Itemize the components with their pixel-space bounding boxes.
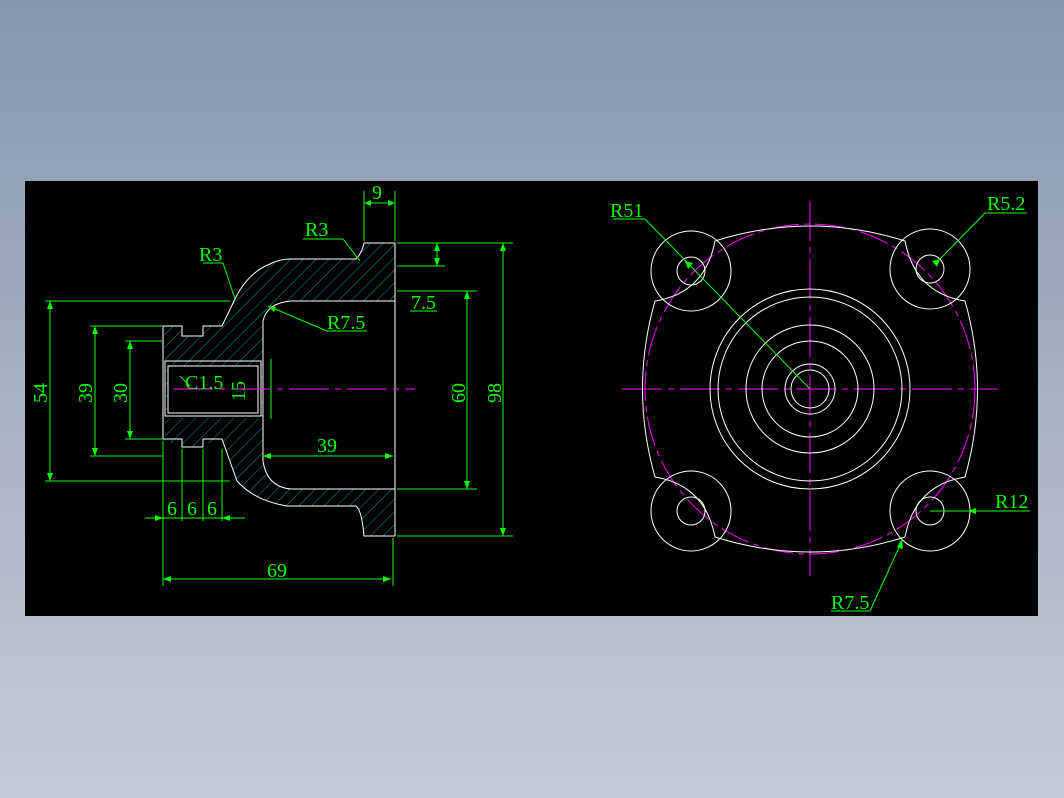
front-dimension-labels: R51 R5.2 R12 R7.5 (610, 193, 1028, 614)
dim-r7-5: R7.5 (327, 312, 365, 334)
dim-r51: R51 (610, 200, 643, 222)
front-arrowheads (685, 259, 976, 549)
dim-r5-2: R5.2 (987, 193, 1025, 215)
section-hatch (163, 243, 395, 536)
front-dimension-lines (613, 212, 1030, 612)
dim-6-a: 6 (167, 498, 177, 520)
dim-c1-5: C1.5 (185, 372, 223, 394)
bolt-boss-top-right (889, 228, 971, 310)
front-view: R51 R5.2 R12 R7.5 (610, 193, 1030, 614)
dim-54: 54 (30, 383, 52, 403)
dim-6-b: 6 (187, 498, 197, 520)
section-arrowheads (47, 200, 506, 582)
dim-r7-5-front: R7.5 (831, 592, 869, 614)
dim-30: 30 (110, 383, 132, 403)
dim-r3-top: R3 (305, 219, 328, 241)
dim-r12: R12 (995, 491, 1028, 513)
section-dimension-labels: 9 R3 R3 R7.5 7.5 54 39 30 C1.5 15 60 98 … (30, 182, 506, 582)
dim-6-c: 6 (207, 498, 217, 520)
bolt-boss-bottom-left (650, 470, 732, 552)
dim-9: 9 (372, 182, 382, 204)
dim-15: 15 (228, 381, 250, 401)
bolt-boss-top-left (650, 230, 732, 312)
dim-98: 98 (484, 383, 506, 403)
dim-60: 60 (448, 383, 470, 403)
dim-69: 69 (267, 560, 287, 582)
dim-39: 39 (75, 383, 97, 403)
front-outline (642, 225, 978, 553)
section-view: 9 R3 R3 R7.5 7.5 54 39 30 C1.5 15 60 98 … (30, 182, 513, 586)
dim-r3-left: R3 (199, 244, 222, 266)
dim-7-5: 7.5 (411, 292, 436, 314)
cad-drawing: 9 R3 R3 R7.5 7.5 54 39 30 C1.5 15 60 98 … (30, 182, 1030, 614)
dim-39-horizontal: 39 (317, 435, 337, 457)
drawing-canvas: 9 R3 R3 R7.5 7.5 54 39 30 C1.5 15 60 98 … (25, 181, 1038, 616)
